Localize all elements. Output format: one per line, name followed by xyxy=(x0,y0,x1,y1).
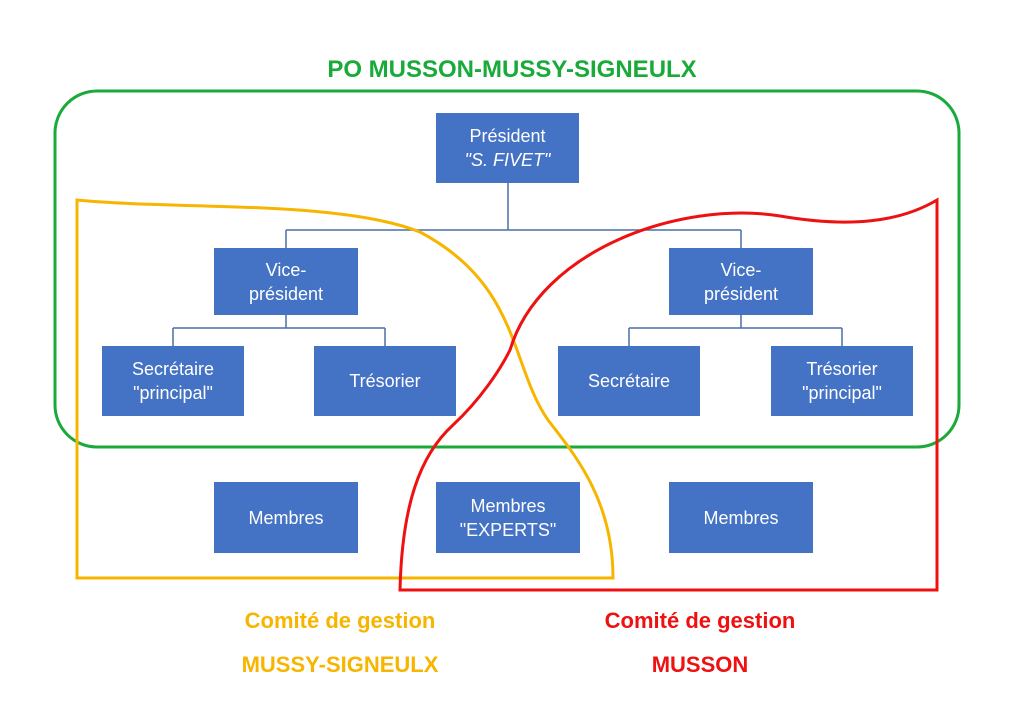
members-left-box: Membres xyxy=(214,482,358,553)
treasurer-principal-line1: Trésorier xyxy=(806,359,878,379)
members-right-label: Membres xyxy=(703,507,779,528)
president-name: "S. FIVET" xyxy=(464,150,551,170)
president-box: Président "S. FIVET" xyxy=(436,113,579,183)
members-left-label: Membres xyxy=(248,507,324,528)
musson-committee-label: Comité de gestion xyxy=(604,608,796,633)
members-right-box: Membres xyxy=(669,482,813,553)
treasurer-principal-line2: "principal" xyxy=(802,383,882,403)
secretary-right-label: Secrétaire xyxy=(587,371,671,391)
secretary-principal-line2: "principal" xyxy=(133,383,213,403)
mussy-group-outline xyxy=(75,198,615,580)
treasurer-principal-box: Trésorier "principal" xyxy=(771,346,913,416)
vice-president-right-line1: Vice- xyxy=(720,259,762,280)
connector-left-vp-children xyxy=(172,315,386,346)
vice-president-right-line2: président xyxy=(703,283,779,304)
po-title: PO MUSSON-MUSSY-SIGNEULX xyxy=(327,56,697,83)
vice-president-left-line2: président xyxy=(248,283,324,304)
members-experts-line2: "EXPERTS" xyxy=(459,519,557,540)
vice-president-right-box: Vice- président xyxy=(669,248,813,315)
vice-president-left-line1: Vice- xyxy=(265,259,307,280)
secretary-principal-box: Secrétaire "principal" xyxy=(102,346,244,416)
treasurer-left-label: Trésorier xyxy=(349,371,421,391)
secretary-right-box: Secrétaire xyxy=(558,346,700,416)
secretary-principal-line1: Secrétaire xyxy=(131,359,215,379)
mussy-committee-name: MUSSY-SIGNEULX xyxy=(241,652,439,677)
musson-group-outline xyxy=(398,197,939,592)
musson-committee-name: MUSSON xyxy=(651,652,749,677)
po-group-outline xyxy=(53,89,961,449)
president-title: Président xyxy=(469,126,546,146)
members-experts-line1: Membres xyxy=(470,495,546,516)
vice-president-left-box: Vice- président xyxy=(214,248,358,315)
connector-right-vp-children xyxy=(628,315,843,346)
mussy-committee-label: Comité de gestion xyxy=(244,608,436,633)
treasurer-left-box: Trésorier xyxy=(314,346,456,416)
connector-president-vps xyxy=(285,183,742,248)
members-experts-box: Membres "EXPERTS" xyxy=(436,482,580,553)
